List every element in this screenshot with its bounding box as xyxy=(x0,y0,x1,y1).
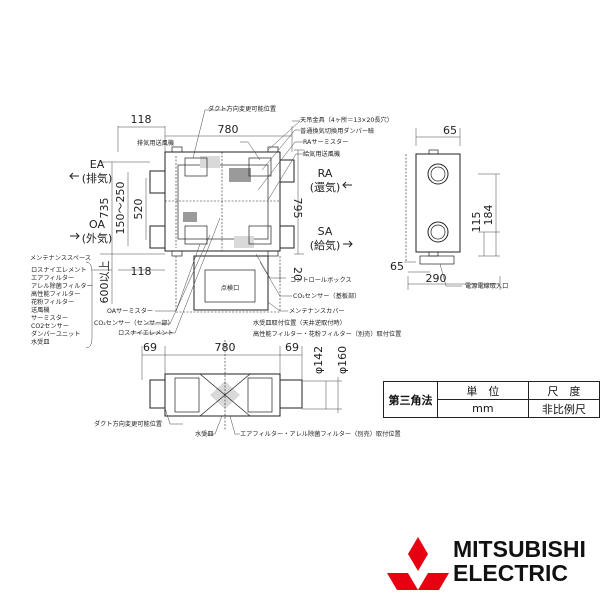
label-loss-element: ロスナイエレメント xyxy=(118,330,174,337)
dim-side-184: 184 xyxy=(482,205,495,226)
maintenance-space-list: メンテナンススペース ロスナイエレメント エアフィルター アレル除菌フィルター … xyxy=(30,255,112,349)
label-control-box: コントロールボックス xyxy=(290,276,352,284)
maint-item-3: 高性能フィルター xyxy=(31,290,80,298)
side-view: 65 115 184 65 290 電源電線取入口 xyxy=(390,124,508,290)
scale-value: 非比例尺 xyxy=(527,399,600,418)
unit-label: 単 位 xyxy=(436,381,529,400)
dim-left-520: 520 xyxy=(132,199,145,220)
label-maint-cover: メンテナンスカバー xyxy=(289,308,345,315)
maint-item-8: ダンパーユニット xyxy=(31,330,81,338)
dim-side-115: 115 xyxy=(470,212,483,233)
port-ea: EA xyxy=(90,158,105,171)
port-ra-sub: (還気) xyxy=(310,180,341,194)
maint-item-6: サーミスター xyxy=(31,314,68,322)
port-oa-sub: (外気) xyxy=(82,231,113,245)
dim-plan-69-left: 69 xyxy=(143,341,157,354)
label-co2-sensor-board: CO₂センサー（基板部） xyxy=(293,292,360,300)
label-inspection: 点検口 xyxy=(221,284,240,292)
label-oa-thermistor: OAサーミスター xyxy=(107,307,153,315)
maint-item-4: 花粉フィルター xyxy=(31,298,74,306)
dim-side-65-bottom: 65 xyxy=(390,260,404,273)
maint-item-7: CO2センサー xyxy=(31,323,69,330)
dim-top-780: 780 xyxy=(218,123,239,136)
dim-maint-600: 600以上 xyxy=(98,261,111,304)
mitsubishi-diamonds-logo xyxy=(387,537,449,590)
maint-item-9: 水受皿 xyxy=(31,338,50,346)
brand-wordmark: MITSUBISHI ELECTRIC xyxy=(453,537,586,585)
label-ra-thermistor: RAサーミスター xyxy=(303,138,348,146)
plan-view-labels: ダクト方向変更可能位置 水受皿 エアフィルター・アレル除菌フィルター（別売）取付… xyxy=(94,420,401,438)
port-ea-sub: (排気) xyxy=(82,171,113,185)
dim-side-290: 290 xyxy=(426,272,447,285)
unit-value: mm xyxy=(436,399,529,418)
dim-right-795: 795 xyxy=(291,198,304,219)
scale-label: 尺 度 xyxy=(527,381,600,400)
port-ra: RA xyxy=(318,167,333,180)
maint-item-2: アレル除菌フィルター xyxy=(31,282,93,290)
maint-item-5: 送風機 xyxy=(31,306,50,314)
port-sa-sub: (給気) xyxy=(310,238,341,252)
label-drain-pan: 水受皿 xyxy=(195,430,214,438)
port-oa: OA xyxy=(89,218,105,231)
plan-view: 69 780 69 φ142 φ160 xyxy=(141,340,349,435)
label-bypass-damper: 普通換気切換用ダンパー瞼 xyxy=(300,127,375,135)
dim-bottom-118: 118 xyxy=(131,265,152,278)
dim-left-735: 735 xyxy=(98,198,111,219)
brand-line-2: ELECTRIC xyxy=(453,560,568,586)
front-view: 118 780 点検口 xyxy=(69,109,353,334)
label-power-inlet: 電源電線取入口 xyxy=(465,282,508,290)
dim-plan-phi160: φ160 xyxy=(336,346,349,374)
label-air-filter-pos: エアフィルター・アレル除菌フィルター（別売）取付位置 xyxy=(240,430,401,438)
label-co2-sensor-part: CO₂センサー（センサー部） xyxy=(94,319,174,327)
maint-item-0: ロスナイエレメント xyxy=(31,267,87,274)
title-block: 第三角法 単 位 尺 度 mm 非比例尺 xyxy=(383,381,600,418)
dim-side-65-top: 65 xyxy=(443,124,457,137)
label-hanger: 天吊金具（4ヶ所＝13×20長穴） xyxy=(300,116,393,124)
maint-item-1: エアフィルター xyxy=(31,274,74,282)
label-duct-direction-bottom: ダクト方向変更可能位置 xyxy=(94,420,162,428)
dim-plan-phi142: φ142 xyxy=(312,346,325,374)
front-view-labels: ダクト方向変更可能位置 排気用送風機 天吊金具（4ヶ所＝13×20長穴） 普通換… xyxy=(94,105,401,338)
label-drain-pan-pos: 水受皿取付位置（天井逆取付時） xyxy=(253,319,346,327)
label-exhaust-fan: 排気用送風機 xyxy=(137,139,174,147)
dim-plan-69-right: 69 xyxy=(285,341,299,354)
dim-left-150-250: 150～250 xyxy=(114,182,127,235)
brand-line-1: MITSUBISHI xyxy=(453,536,586,562)
maint-space-title: メンテナンススペース xyxy=(30,255,91,262)
dim-top-118: 118 xyxy=(131,113,152,126)
port-sa: SA xyxy=(318,225,333,238)
label-duct-direction-top: ダクト方向変更可能位置 xyxy=(208,105,276,113)
dim-bottom-20: 20 xyxy=(291,267,304,281)
label-hepa-filter-pos: 高性能フィルター・花粉フィルター（別売）取付位置 xyxy=(253,330,401,338)
projection-label: 第三角法 xyxy=(383,381,438,418)
label-supply-fan: 給気用送風機 xyxy=(303,150,340,158)
